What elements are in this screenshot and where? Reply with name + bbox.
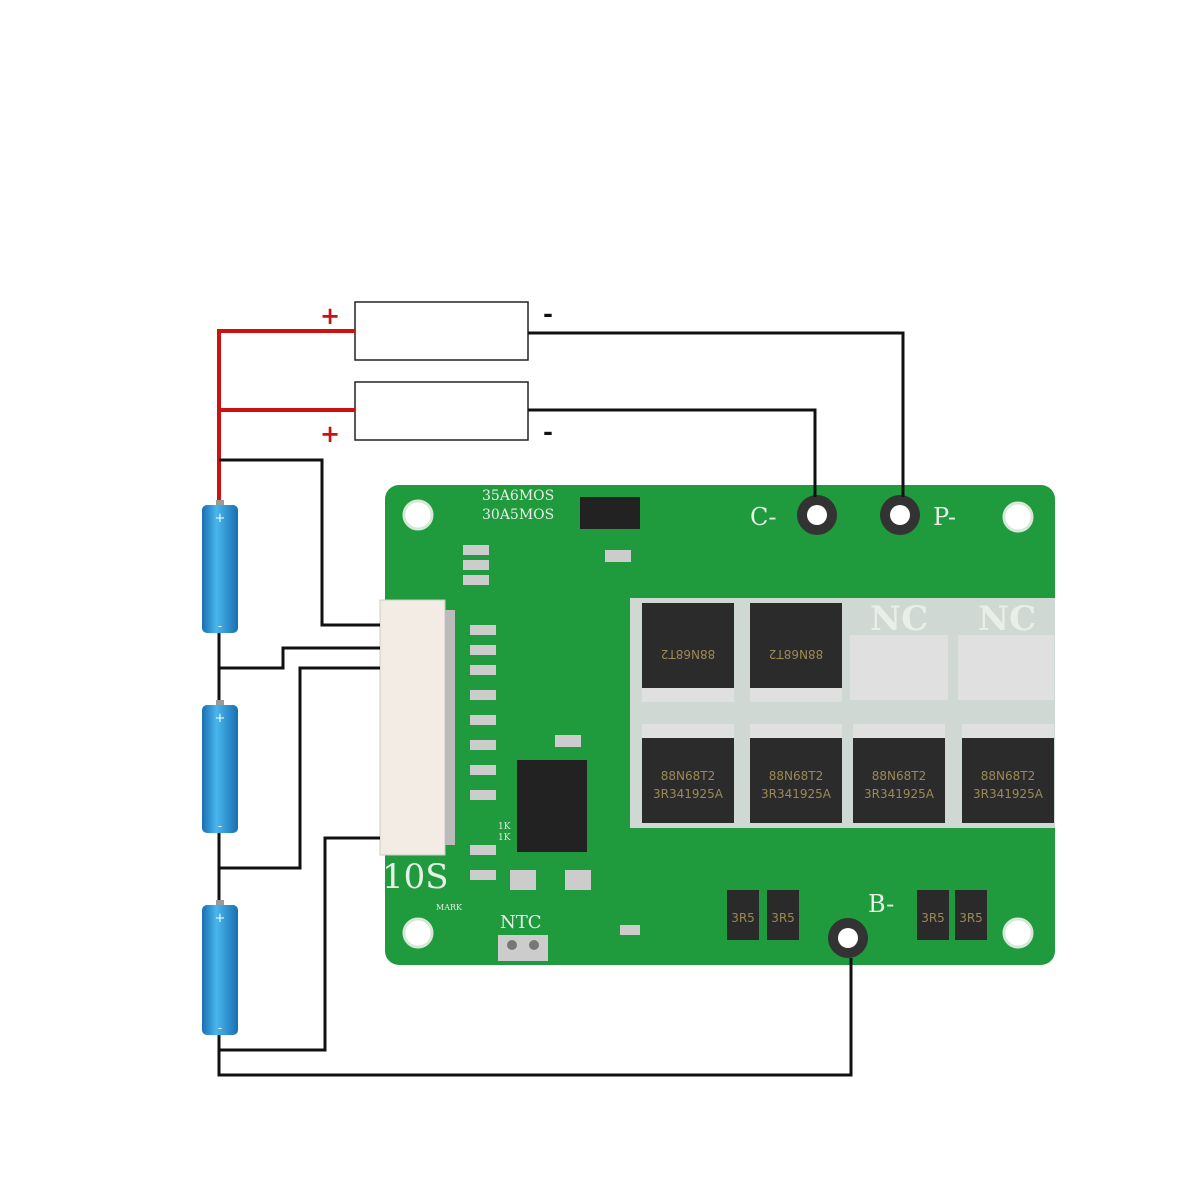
- nc-label: NC: [978, 599, 1036, 639]
- resistor-label: 1K: [498, 833, 511, 843]
- p-minus-label: P-: [933, 503, 956, 531]
- rating-label: 35A6MOS: [482, 488, 554, 504]
- resistor-label: 1K: [498, 822, 511, 832]
- mount-hole: [1002, 501, 1034, 533]
- bms-board: 88N68T2 88N68T2 88N68T2 3R341925A 88N68T…: [379, 485, 1055, 965]
- battery-plus: +: [215, 511, 226, 526]
- mosfet-marking: 88N68T2: [769, 647, 823, 661]
- shunt-marking: 3R5: [731, 911, 755, 925]
- ntc-pads: [498, 935, 548, 961]
- mosfet-marking: 3R341925A: [973, 787, 1044, 801]
- shunt-marking: 3R5: [959, 911, 983, 925]
- mount-hole: [402, 499, 434, 531]
- battery-minus: -: [218, 619, 222, 634]
- battery-3: + -: [202, 900, 238, 1036]
- ntc-label: NTC: [500, 912, 542, 933]
- mosfet-marking: 88N68T2: [872, 769, 926, 783]
- mosfet-marking: 3R341925A: [864, 787, 935, 801]
- battery-minus: -: [218, 819, 222, 834]
- rating-label: 30A5MOS: [482, 507, 554, 523]
- regulator: [580, 497, 640, 529]
- positive-wires: [217, 329, 355, 505]
- b-minus-label: B-: [868, 890, 894, 918]
- load-1-plus: +: [320, 301, 340, 330]
- load-2-plus: +: [320, 419, 340, 448]
- mount-hole: [1002, 917, 1034, 949]
- battery-1: + -: [202, 500, 238, 634]
- mosfet-marking: 3R341925A: [653, 787, 724, 801]
- battery-plus: +: [215, 911, 226, 926]
- mount-hole: [402, 917, 434, 949]
- shunt-marking: 3R5: [771, 911, 795, 925]
- battery-plus: +: [215, 711, 226, 726]
- load-2: [354, 381, 529, 441]
- load-1-minus: -: [543, 299, 553, 328]
- c-minus-label: C-: [750, 503, 776, 531]
- mark-label: MARK: [436, 903, 463, 912]
- mosfet-marking: 3R341925A: [761, 787, 832, 801]
- battery-2: + -: [202, 700, 238, 834]
- load-1: [354, 301, 529, 361]
- mosfet-array: [642, 603, 1054, 823]
- balance-connector: [379, 599, 446, 856]
- series-label: 10S: [382, 857, 449, 897]
- load-2-minus: -: [543, 417, 553, 446]
- controller-ic: [517, 760, 587, 852]
- battery-minus: -: [218, 1021, 222, 1036]
- mosfet-marking: 88N68T2: [661, 769, 715, 783]
- mosfet-marking: 88N68T2: [981, 769, 1035, 783]
- mosfet-marking: 88N68T2: [769, 769, 823, 783]
- shunt-marking: 3R5: [921, 911, 945, 925]
- wires: [217, 331, 905, 1077]
- nc-label: NC: [870, 599, 928, 639]
- mosfet-marking: 88N68T2: [661, 647, 715, 661]
